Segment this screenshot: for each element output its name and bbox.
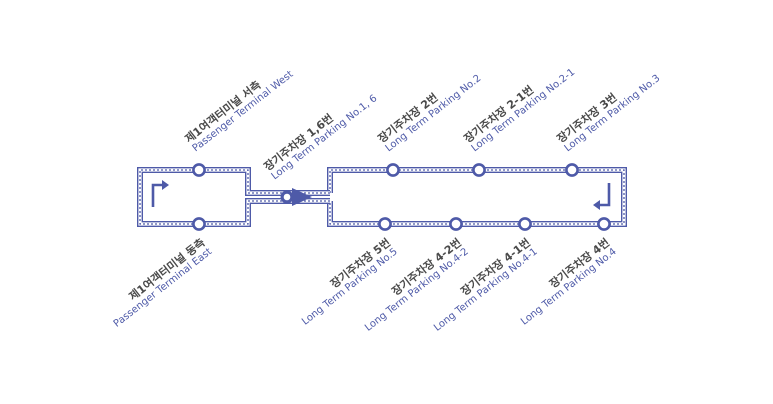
stop-parking-2-marker[interactable] bbox=[386, 163, 400, 177]
stop-parking-5-marker[interactable] bbox=[378, 217, 392, 231]
stop-terminal-west-marker[interactable] bbox=[192, 163, 206, 177]
stop-terminal-east-marker[interactable] bbox=[192, 217, 206, 231]
stop-parking-4-1-marker[interactable] bbox=[518, 217, 532, 231]
turn-left-arrow-icon bbox=[593, 183, 611, 210]
stop-parking-2-1-marker[interactable] bbox=[472, 163, 486, 177]
stop-parking-4-2-marker[interactable] bbox=[449, 217, 463, 231]
stop-parking-4-marker[interactable] bbox=[597, 217, 611, 231]
stop-parking-3-marker[interactable] bbox=[565, 163, 579, 177]
turn-right-arrow-icon bbox=[151, 180, 169, 207]
route-line bbox=[140, 170, 624, 224]
current-position-arrow-icon[interactable] bbox=[280, 188, 313, 206]
